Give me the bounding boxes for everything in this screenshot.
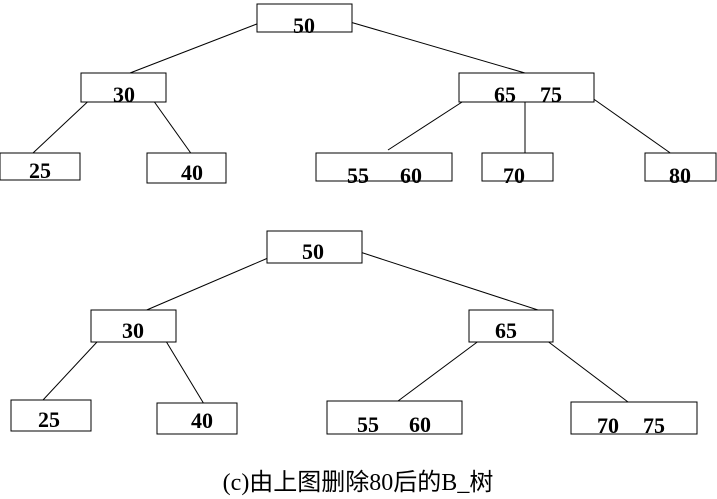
tree-node: 55 60 bbox=[315, 152, 453, 188]
edge-root-to-30 bbox=[141, 257, 269, 313]
node-key: 50 bbox=[293, 13, 315, 38]
tree-node: 25 bbox=[0, 152, 81, 183]
node-key: 50 bbox=[302, 239, 324, 264]
tree-node: 65 75 bbox=[458, 72, 595, 107]
edge-root-to-65 bbox=[359, 251, 539, 311]
node-key: 25 bbox=[29, 158, 51, 183]
node-key: 55 bbox=[347, 163, 369, 188]
node-key: 70 bbox=[597, 413, 619, 438]
node-key: 40 bbox=[191, 408, 213, 433]
tree-node: 65 bbox=[468, 309, 554, 343]
tree-before-deletion: 50 30 65 75 25 40 55 60 70 bbox=[0, 3, 717, 188]
edge-65-to-5560 bbox=[397, 336, 485, 402]
figure-caption: (c)由上图删除80后的B_树 bbox=[223, 469, 494, 496]
edge-65-to-7075 bbox=[541, 336, 629, 403]
edge-root-to-30 bbox=[129, 21, 263, 74]
tree-node: 55 60 bbox=[326, 400, 463, 437]
edge-root-to-6575 bbox=[349, 21, 526, 74]
node-key: 55 bbox=[357, 412, 379, 437]
node-key: 65 bbox=[494, 82, 516, 107]
tree-node: 50 bbox=[266, 230, 363, 264]
node-key: 40 bbox=[181, 160, 203, 185]
tree-node: 40 bbox=[146, 152, 227, 185]
node-key: 30 bbox=[113, 82, 135, 107]
edge-30-to-25 bbox=[32, 92, 98, 154]
tree-node: 25 bbox=[10, 399, 92, 432]
tree-node: 40 bbox=[156, 402, 238, 435]
node-key: 70 bbox=[503, 163, 525, 188]
tree-node: 30 bbox=[80, 72, 167, 107]
node-key: 65 bbox=[495, 318, 517, 343]
node-key: 75 bbox=[540, 82, 562, 107]
tree-node: 70 75 bbox=[570, 401, 698, 438]
node-key: 75 bbox=[643, 413, 665, 438]
tree-node: 80 bbox=[644, 152, 717, 188]
tree-node: 50 bbox=[256, 3, 353, 38]
tree-after-deletion: 50 30 65 25 40 55 60 70 75 bbox=[10, 230, 698, 438]
node-key: 80 bbox=[669, 163, 691, 188]
node-key: 60 bbox=[409, 412, 431, 437]
tree-node: 70 bbox=[481, 152, 554, 188]
node-key: 25 bbox=[38, 407, 60, 432]
node-key: 30 bbox=[122, 318, 144, 343]
edge-30-to-40 bbox=[147, 92, 196, 160]
tree-node: 30 bbox=[90, 309, 177, 343]
node-key: 60 bbox=[400, 163, 422, 188]
